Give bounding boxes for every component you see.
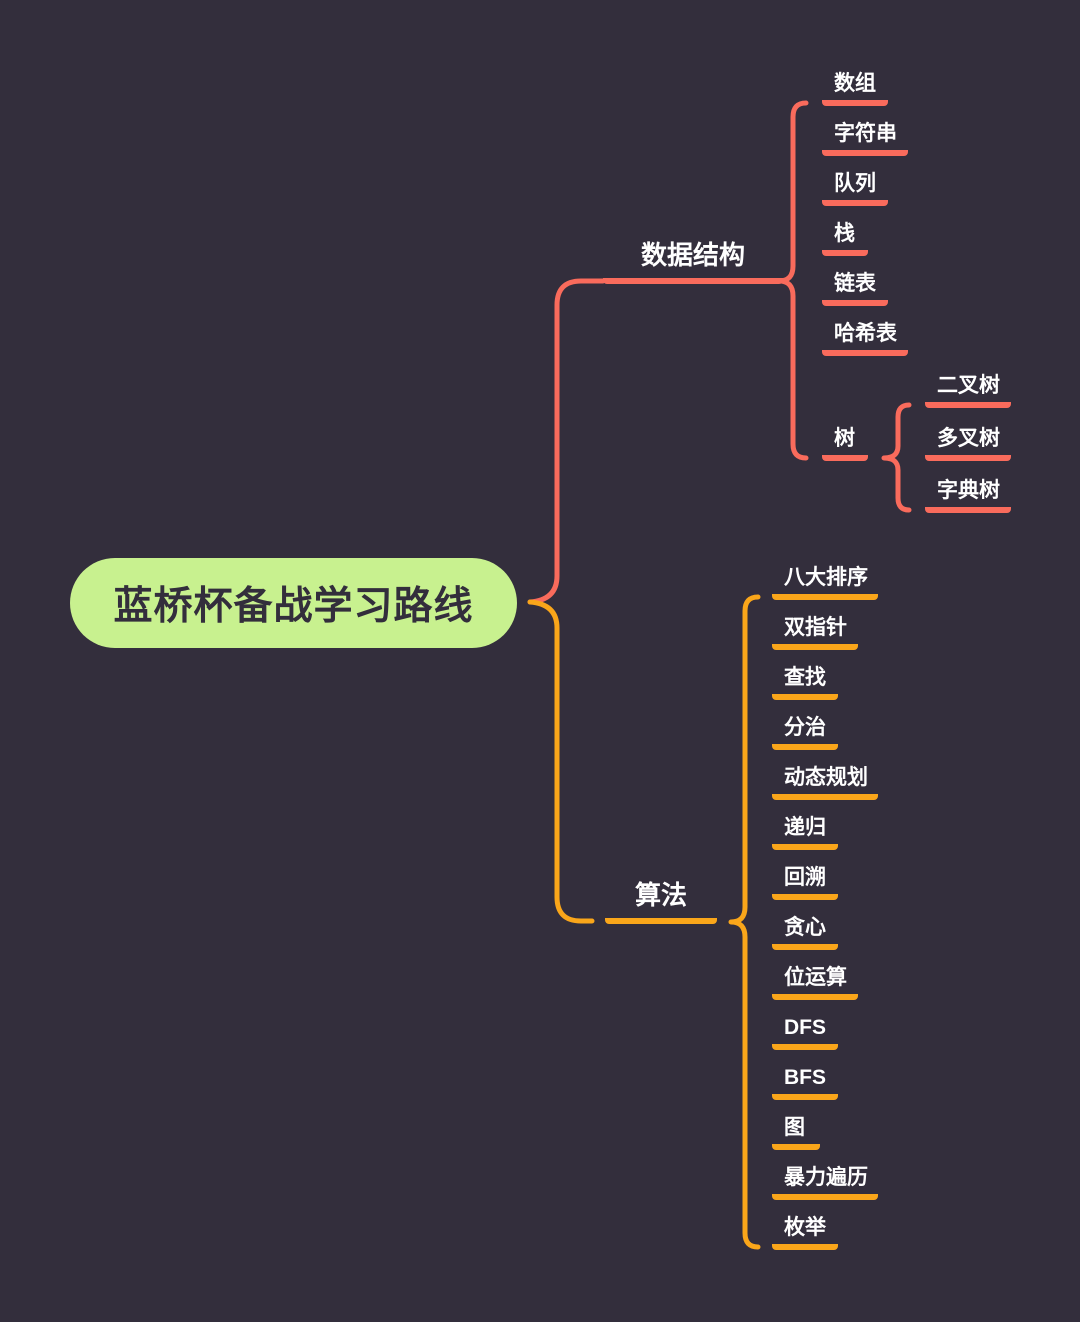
node-linked-list[interactable]: 链表 [822,271,888,306]
node-enumeration[interactable]: 枚举 [772,1215,838,1250]
node-dfs[interactable]: DFS [772,1015,838,1050]
brace-tree [881,402,912,513]
brace-data-structures [776,100,809,461]
node-bit-operations[interactable]: 位运算 [772,965,858,1000]
connector-root-to-algorithms [527,599,595,924]
node-brute-force[interactable]: 暴力遍历 [772,1165,878,1200]
node-hash-table[interactable]: 哈希表 [822,321,908,356]
node-recursion[interactable]: 递归 [772,815,838,850]
node-two-pointers[interactable]: 双指针 [772,615,858,650]
node-eight-sorts[interactable]: 八大排序 [772,565,878,600]
node-graph[interactable]: 图 [772,1115,820,1150]
node-binary-tree[interactable]: 二叉树 [925,373,1011,408]
node-queue[interactable]: 队列 [822,171,888,206]
root-topic[interactable]: 蓝桥杯备战学习路线 [70,558,517,648]
branch-data-structures[interactable]: 数据结构 [603,240,783,284]
node-greedy[interactable]: 贪心 [772,915,838,950]
node-dynamic-programming[interactable]: 动态规划 [772,765,878,800]
node-tree[interactable]: 树 [822,426,868,461]
branch-algorithms[interactable]: 算法 [605,880,717,924]
node-trie[interactable]: 字典树 [925,478,1011,513]
node-divide-and-conquer[interactable]: 分治 [772,715,838,750]
connector-root-to-data-structures [527,278,606,605]
node-multiway-tree[interactable]: 多叉树 [925,426,1011,461]
brace-algorithms [728,594,761,1250]
node-bfs[interactable]: BFS [772,1065,838,1100]
node-backtracking[interactable]: 回溯 [772,865,838,900]
node-array[interactable]: 数组 [822,71,888,106]
node-string[interactable]: 字符串 [822,121,908,156]
node-search[interactable]: 查找 [772,665,838,700]
node-stack[interactable]: 栈 [822,221,868,256]
